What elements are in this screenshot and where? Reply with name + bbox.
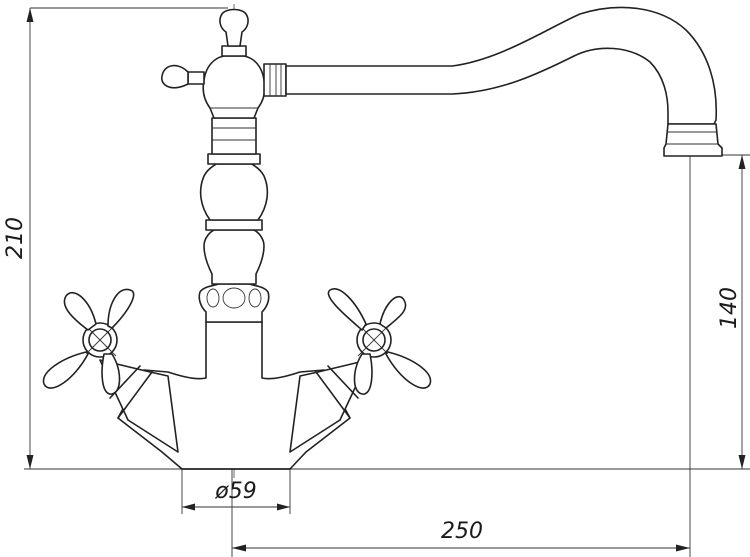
dimension-base-diameter: ø59 bbox=[181, 469, 291, 514]
total-height-label: 210 bbox=[3, 217, 28, 259]
right-valve-handle bbox=[289, 288, 432, 453]
faucet-spout bbox=[263, 6, 723, 157]
faucet-head bbox=[161, 8, 266, 119]
spout-height-label: 140 bbox=[717, 287, 742, 329]
left-valve-handle bbox=[42, 288, 179, 453]
dimension-total-height: 210 bbox=[3, 7, 228, 470]
spout-reach-label: 250 bbox=[441, 519, 483, 544]
dimension-spout-reach: 250 bbox=[231, 155, 691, 557]
faucet-column bbox=[198, 117, 270, 323]
dimension-spout-height: 140 bbox=[290, 154, 750, 470]
base-diameter-label: ø59 bbox=[214, 479, 256, 504]
